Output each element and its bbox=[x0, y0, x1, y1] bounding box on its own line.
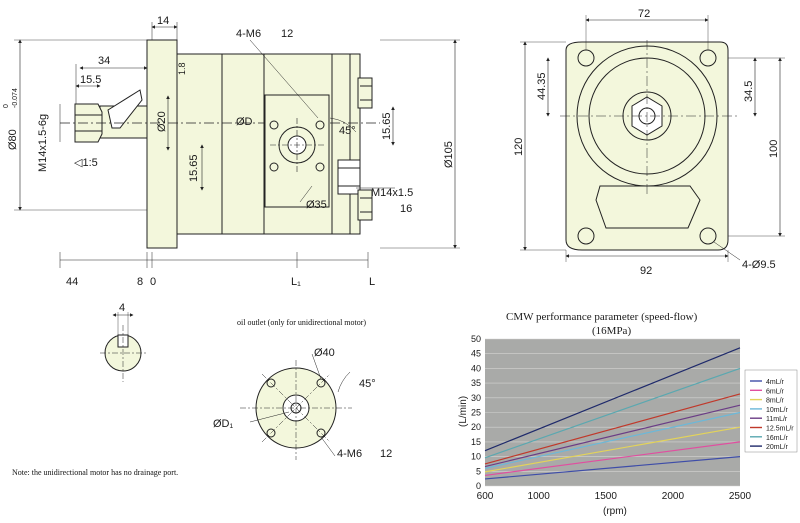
legend-label: 11mL/r bbox=[766, 416, 788, 423]
dim-m6-depth: 12 bbox=[281, 28, 293, 40]
x-tick-label: 1000 bbox=[528, 491, 551, 502]
side-view bbox=[14, 22, 460, 268]
y-tick-label: 30 bbox=[471, 393, 481, 403]
chart-ticks: 0 5 10 15 20 25 30 35 40 45 50 600 1000 1500 2000 2500 bbox=[471, 334, 752, 502]
dim-holes: 4-Ø9.5 bbox=[742, 259, 776, 271]
legend-label: 12.5mL/r bbox=[766, 426, 794, 433]
base-0: 0 bbox=[150, 276, 156, 288]
chart-legend bbox=[744, 369, 798, 453]
chart-grid bbox=[485, 338, 740, 487]
y-tick-label: 0 bbox=[476, 481, 481, 491]
front-view-labels: 72 44.35 34.5 120 100 92 4-Ø9.5 bbox=[513, 8, 780, 277]
series-line-8ml-r bbox=[484, 426, 741, 473]
dim-dD: ØD bbox=[236, 116, 253, 128]
legend-label: 10mL/r bbox=[766, 407, 788, 414]
dim-d80: Ø80 bbox=[7, 129, 19, 150]
dim-outlet-m6: 4-M6 bbox=[337, 448, 362, 460]
dim-1-8: 1.8 bbox=[177, 62, 187, 75]
performance-chart: CMW performance parameter (speed-flow) (… bbox=[458, 311, 798, 517]
oil-outlet-label: oil outlet (only for unidirectional moto… bbox=[237, 318, 367, 327]
base-44: 44 bbox=[66, 276, 78, 288]
dim-d20: Ø20 bbox=[156, 111, 168, 132]
dim-d80-tol-dn: -0.074 bbox=[12, 88, 19, 108]
dim-100: 100 bbox=[768, 140, 780, 158]
dim-14: 14 bbox=[157, 15, 169, 27]
legend-label: 8mL/r bbox=[766, 398, 785, 405]
legend-label: 6mL/r bbox=[766, 388, 785, 395]
y-tick-label: 20 bbox=[471, 422, 481, 432]
legend-label: 4mL/r bbox=[766, 379, 785, 386]
chart-ylabel: (L/min) bbox=[458, 396, 469, 427]
dim-15-65-right: 15.65 bbox=[381, 112, 393, 140]
dim-taper: ◁1:5 bbox=[74, 157, 98, 169]
base-l: L bbox=[369, 276, 375, 288]
dim-m6: 4-M6 bbox=[236, 28, 261, 40]
mounting-flange bbox=[146, 39, 178, 249]
dim-92: 92 bbox=[640, 265, 652, 277]
x-tick-label: 2500 bbox=[729, 491, 752, 502]
dim-outlet-depth: 12 bbox=[380, 448, 392, 460]
dim-45deg: 45° bbox=[339, 125, 356, 137]
chart-title: CMW performance parameter (speed-flow) bbox=[506, 311, 698, 323]
series-line-16ml-r bbox=[484, 367, 741, 459]
tie-bolt-bottom bbox=[357, 189, 373, 221]
series-line-10ml-r bbox=[484, 411, 741, 469]
base-l1: L₁ bbox=[291, 276, 301, 288]
series-line-12-5ml-r bbox=[484, 393, 741, 465]
x-tick-label: 600 bbox=[477, 491, 494, 502]
y-tick-label: 25 bbox=[471, 408, 481, 418]
y-tick-label: 10 bbox=[471, 452, 481, 462]
mount-hole-bl bbox=[577, 227, 595, 245]
dim-15-5: 15.5 bbox=[80, 74, 101, 86]
y-tick-label: 5 bbox=[476, 466, 481, 476]
series-line-20ml-r bbox=[484, 347, 741, 452]
y-tick-label: 15 bbox=[471, 437, 481, 447]
mount-hole-br bbox=[699, 227, 717, 245]
legend-label: 16mL/r bbox=[766, 435, 788, 442]
series-line-4ml-r bbox=[484, 456, 741, 480]
dim-15-65-left: 15.65 bbox=[188, 154, 200, 182]
dim-outlet-45deg: 45° bbox=[359, 378, 376, 390]
y-tick-label: 50 bbox=[471, 334, 481, 344]
side-port bbox=[337, 159, 361, 195]
key-view bbox=[100, 312, 146, 382]
dim-port: M14x1.5 bbox=[371, 187, 413, 199]
dim-120: 120 bbox=[513, 138, 525, 156]
outlet-view bbox=[240, 353, 352, 460]
dim-44-35: 44.35 bbox=[536, 72, 548, 100]
dim-d80-tol-up: 0 bbox=[3, 104, 10, 108]
side-view-labels: 14 4-M6 12 34 15.5 1.8 Ø80 0 -0.074 M14x… bbox=[3, 15, 455, 288]
x-tick-label: 1500 bbox=[595, 491, 618, 502]
dim-d40: Ø40 bbox=[314, 347, 335, 359]
x-tick-label: 2000 bbox=[662, 491, 685, 502]
chart-subtitle: (16MPa) bbox=[592, 325, 631, 337]
chart-xlabel: (rpm) bbox=[603, 506, 627, 517]
dim-d35: Ø35 bbox=[306, 199, 327, 211]
dim-d105: Ø105 bbox=[443, 141, 455, 168]
dim-dD1: ØD₁ bbox=[213, 418, 234, 430]
chart-legend-items: 4mL/r 6mL/r 8mL/r 10mL/r 11mL/r 12.5mL/r 16mL/… bbox=[750, 379, 794, 451]
shaft-nut bbox=[74, 103, 103, 143]
outlet-view-labels: Ø40 45° ØD₁ 4-M6 12 bbox=[213, 347, 392, 460]
series-line-11ml-r bbox=[484, 404, 741, 468]
series-line-6ml-r bbox=[484, 441, 741, 477]
y-tick-label: 45 bbox=[471, 349, 481, 359]
dim-port-depth: 16 bbox=[400, 203, 412, 215]
base-8: 8 bbox=[137, 276, 143, 288]
dim-key-4: 4 bbox=[119, 302, 125, 314]
dim-34-5: 34.5 bbox=[743, 81, 755, 102]
y-tick-label: 40 bbox=[471, 363, 481, 373]
dim-thread: M14x1.5-6g bbox=[37, 114, 49, 172]
front-view bbox=[520, 15, 785, 262]
dim-34: 34 bbox=[98, 55, 110, 67]
chart-lines bbox=[484, 347, 741, 480]
legend-label: 20mL/r bbox=[766, 444, 788, 451]
footnote: Note: the unidirectional motor has no dr… bbox=[12, 468, 179, 477]
tie-bolt-top bbox=[357, 77, 373, 109]
y-tick-label: 35 bbox=[471, 378, 481, 388]
dim-72: 72 bbox=[638, 8, 650, 20]
